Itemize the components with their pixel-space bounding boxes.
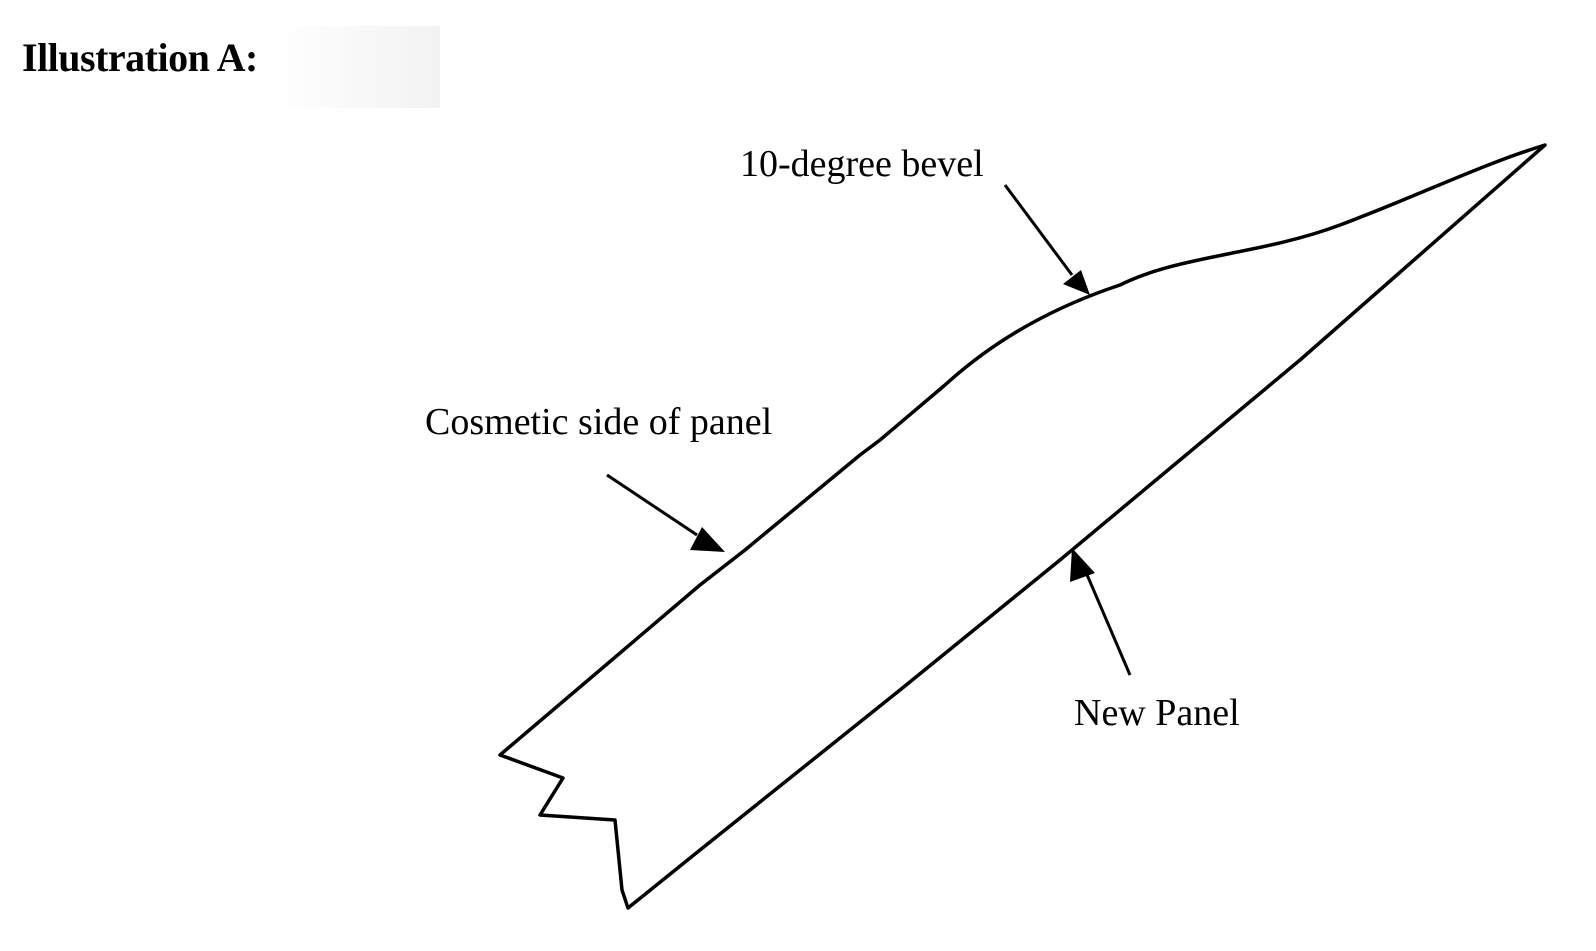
- cosmetic-side-label: Cosmetic side of panel: [425, 401, 773, 443]
- new-panel-arrow-head: [1070, 548, 1095, 582]
- bevel-arrow-head: [1063, 270, 1090, 295]
- illustration-title: Illustration A:: [22, 35, 258, 80]
- cosmetic-arrow-shaft: [606, 473, 698, 537]
- title-box: Illustration A:: [4, 26, 440, 108]
- panel-outline: [498, 143, 1547, 910]
- cosmetic-arrow-head: [690, 527, 725, 552]
- bevel-arrow-shaft: [1003, 184, 1074, 276]
- new-panel-arrow-shaft: [1083, 569, 1132, 676]
- bevel-label: 10-degree bevel: [740, 143, 984, 185]
- new-panel-label: New Panel: [1074, 692, 1240, 734]
